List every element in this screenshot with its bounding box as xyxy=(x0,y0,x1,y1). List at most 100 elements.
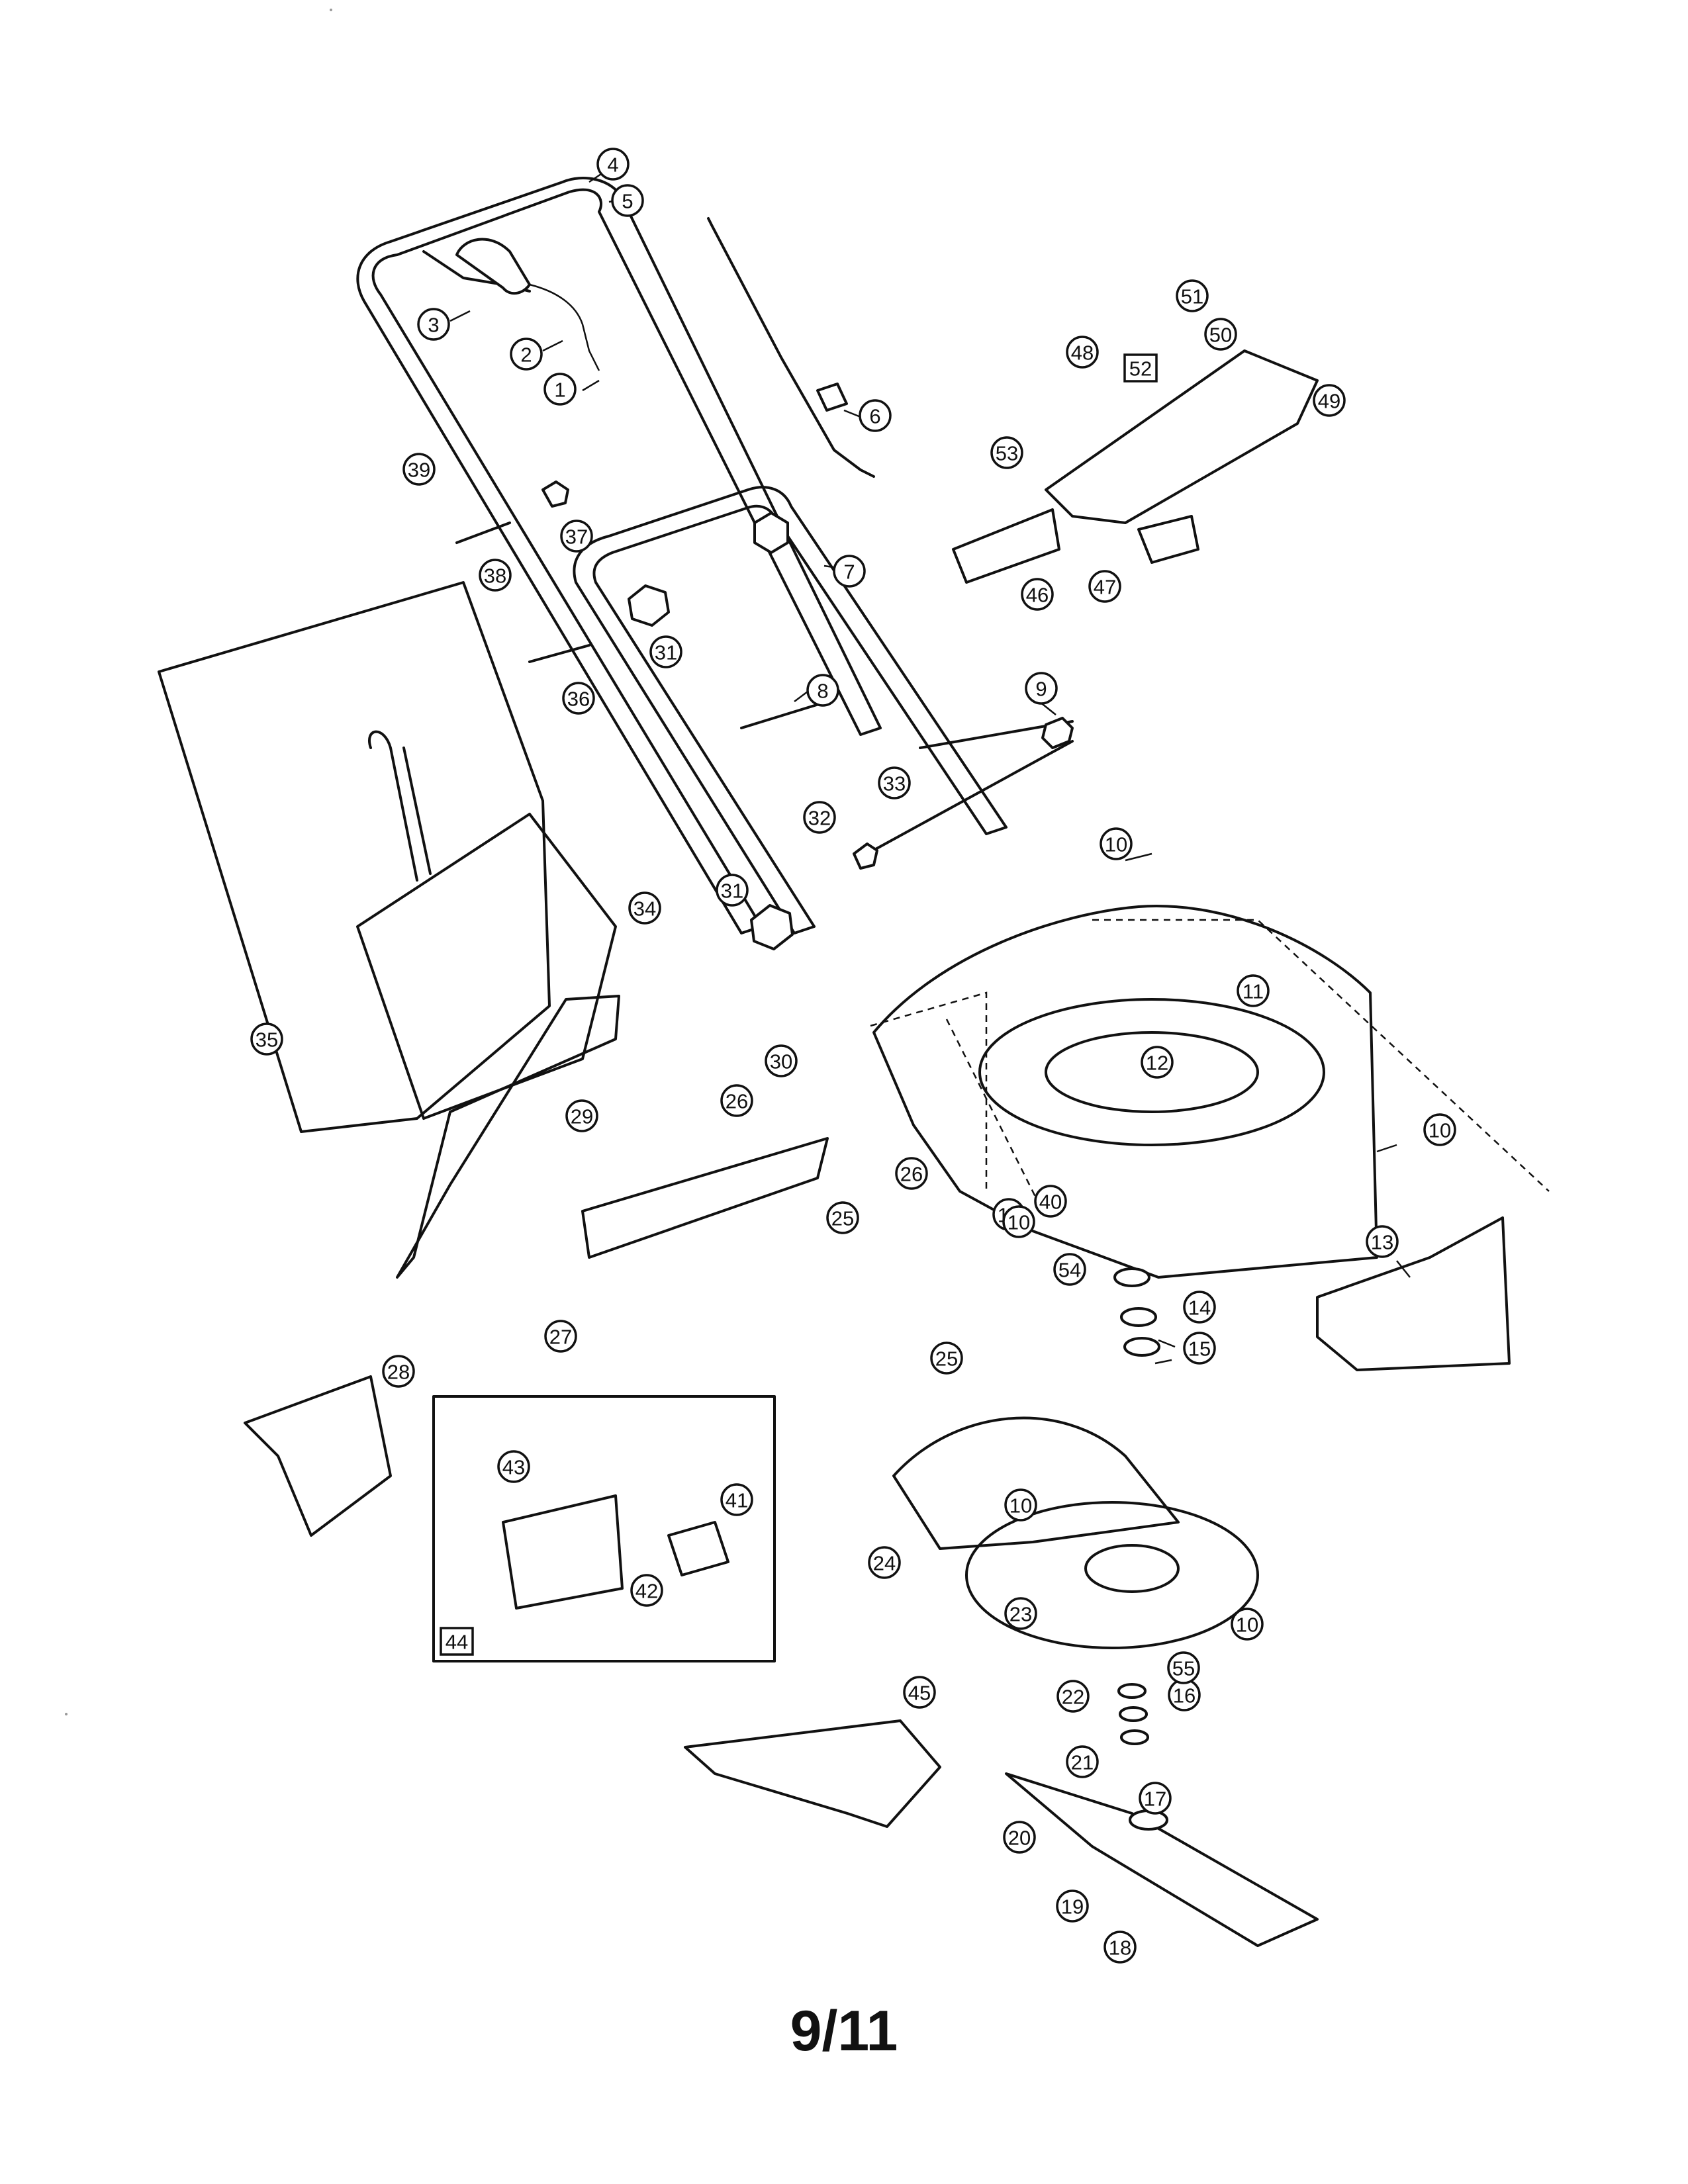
callout-number: 53 xyxy=(996,442,1018,465)
rear-door xyxy=(396,995,620,1279)
callout-number: 28 xyxy=(387,1361,410,1384)
callout-35: 35 xyxy=(250,1023,283,1056)
callout-number: 29 xyxy=(571,1105,593,1128)
callout-number: 8 xyxy=(817,680,828,703)
callout-number: 10 xyxy=(1009,1494,1032,1518)
callout-number: 13 xyxy=(1371,1231,1393,1254)
callout-number: 55 xyxy=(1172,1657,1195,1680)
mulch-kit-box xyxy=(432,1395,776,1662)
callout-6: 6 xyxy=(859,399,892,432)
callout-14: 14 xyxy=(1183,1291,1216,1324)
box-label-44: 44 xyxy=(440,1627,474,1656)
callout-number: 20 xyxy=(1008,1827,1031,1850)
callout-32: 32 xyxy=(803,801,836,834)
callout-number: 50 xyxy=(1209,324,1232,347)
callout-55: 55 xyxy=(1167,1651,1200,1684)
callout-43: 43 xyxy=(497,1450,530,1483)
callout-number: 22 xyxy=(1062,1686,1084,1709)
callout-number: 31 xyxy=(655,641,677,664)
callout-24: 24 xyxy=(868,1546,901,1579)
callout-48: 48 xyxy=(1066,336,1099,369)
callout-41: 41 xyxy=(720,1483,753,1516)
callout-10: 10 xyxy=(1231,1608,1264,1641)
callout-22: 22 xyxy=(1056,1680,1090,1713)
callout-number: 11 xyxy=(1243,980,1264,1003)
callout-number: 10 xyxy=(1008,1211,1030,1234)
callout-number: 10 xyxy=(1429,1119,1451,1142)
callout-number: 26 xyxy=(900,1163,923,1186)
callout-number: 35 xyxy=(256,1028,278,1052)
callout-9: 9 xyxy=(1025,672,1058,705)
callout-number: 26 xyxy=(726,1090,748,1113)
callout-29: 29 xyxy=(565,1099,598,1132)
callout-number: 30 xyxy=(770,1050,792,1073)
callout-number: 34 xyxy=(633,897,656,921)
callout-19: 19 xyxy=(1056,1889,1089,1923)
callout-11: 11 xyxy=(1237,974,1270,1007)
callout-1: 1 xyxy=(543,373,577,406)
callout-54: 54 xyxy=(1053,1253,1086,1286)
callout-number: 47 xyxy=(1094,576,1116,599)
control-rod xyxy=(707,217,875,478)
callout-number: 39 xyxy=(408,459,430,482)
box-label-number: 52 xyxy=(1129,357,1152,381)
callout-number: 36 xyxy=(567,688,590,711)
callout-10: 10 xyxy=(1004,1488,1037,1522)
callout-45: 45 xyxy=(903,1676,936,1709)
callout-53: 53 xyxy=(990,436,1023,469)
hinge-rod xyxy=(581,1137,829,1259)
callout-37: 37 xyxy=(560,520,593,553)
callout-26: 26 xyxy=(895,1157,928,1190)
rear-skirt xyxy=(1316,1216,1511,1371)
callout-number: 54 xyxy=(1058,1259,1081,1282)
callout-12: 12 xyxy=(1141,1046,1174,1079)
callout-39: 39 xyxy=(402,453,436,486)
callout-50: 50 xyxy=(1204,318,1237,351)
callout-20: 20 xyxy=(1003,1821,1036,1854)
callout-number: 23 xyxy=(1009,1603,1032,1626)
callout-31: 31 xyxy=(716,874,749,907)
callout-34: 34 xyxy=(628,891,661,925)
callout-number: 48 xyxy=(1071,341,1094,365)
mower-deck xyxy=(872,905,1378,1279)
washers-stack xyxy=(1113,1267,1160,1745)
box-label-52: 52 xyxy=(1123,353,1158,383)
callout-number: 10 xyxy=(1105,833,1127,856)
callout-38: 38 xyxy=(479,559,512,592)
callout-number: 16 xyxy=(1173,1684,1196,1707)
box-label-number: 44 xyxy=(445,1631,468,1654)
callout-number: 38 xyxy=(484,565,506,588)
callout-number: 14 xyxy=(1188,1297,1211,1320)
callout-26: 26 xyxy=(720,1084,753,1117)
callout-number: 6 xyxy=(869,405,880,428)
callout-8: 8 xyxy=(806,674,839,707)
boxed-labels: 44 52 xyxy=(440,353,1158,1656)
callout-15: 15 xyxy=(1183,1332,1216,1365)
callout-number: 45 xyxy=(908,1682,931,1705)
callout-4: 4 xyxy=(596,148,630,181)
callout-42: 42 xyxy=(630,1574,663,1607)
callout-51: 51 xyxy=(1176,279,1209,312)
callout-number: 4 xyxy=(607,154,618,177)
lower-handle xyxy=(573,486,1008,950)
callout-10: 10 xyxy=(1100,827,1133,860)
callout-3: 3 xyxy=(417,308,450,341)
callout-number: 27 xyxy=(549,1326,572,1349)
callout-number: 15 xyxy=(1188,1338,1211,1361)
callout-number: 1 xyxy=(554,379,565,402)
hardware-small xyxy=(455,480,1074,870)
callout-23: 23 xyxy=(1004,1597,1037,1630)
callout-number: 17 xyxy=(1144,1788,1166,1811)
callout-number: 25 xyxy=(935,1347,958,1371)
grass-catcher-bag xyxy=(158,581,617,1133)
callout-number: 46 xyxy=(1026,584,1049,607)
callout-49: 49 xyxy=(1313,384,1346,417)
callout-number: 25 xyxy=(831,1207,854,1230)
side-discharge-chute xyxy=(244,1375,392,1537)
callout-number: 2 xyxy=(520,343,532,367)
callout-10: 10 xyxy=(1002,1205,1035,1238)
callout-number: 49 xyxy=(1318,390,1340,413)
callout-number: 9 xyxy=(1035,678,1047,701)
callout-number: 24 xyxy=(873,1552,896,1575)
